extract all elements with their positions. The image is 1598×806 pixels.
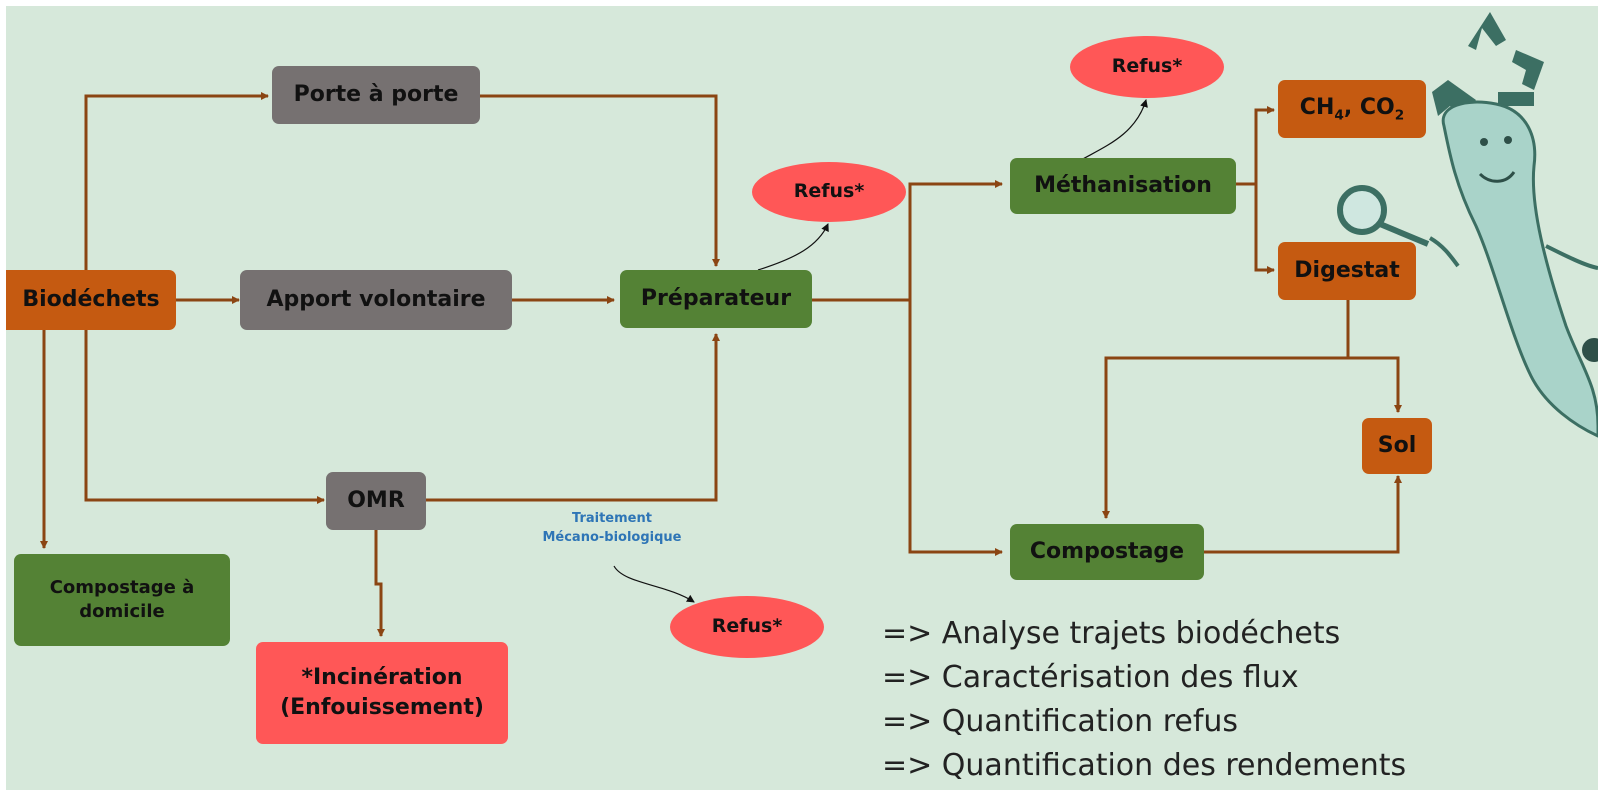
- edge-split-compost: [908, 300, 1003, 556]
- edge-biodechets-porte: [84, 92, 269, 270]
- edge-metha-digestat: [1254, 184, 1275, 274]
- node-ch4-co2: CH4, CO2: [1278, 80, 1426, 138]
- node-sol-label: Sol: [1377, 433, 1417, 459]
- node-methanisation: Méthanisation: [1010, 158, 1236, 214]
- node-sol: Sol: [1362, 418, 1432, 474]
- note-traitement-mecano-biologique: Traitement Mécano-biologique: [522, 510, 702, 548]
- bullet-item: => Quantification des rendements: [882, 748, 1407, 783]
- bullet-list: => Analyse trajets biodéchets => Caracté…: [882, 612, 1406, 788]
- node-omr-label: OMR: [347, 488, 405, 514]
- edge-porte-preparateur: [480, 94, 720, 267]
- edge-biodechets-omr: [84, 330, 325, 504]
- edge-split-metha: [908, 180, 1003, 300]
- edge-omr-preparateur: [426, 333, 720, 502]
- node-omr: OMR: [326, 472, 426, 530]
- node-compostage-domicile: Compostage à domicile: [14, 554, 230, 646]
- node-preparateur-label: Préparateur: [640, 286, 792, 312]
- node-incineration: *Incinération (Enfouissement): [256, 642, 508, 744]
- edge-omr-incineration: [374, 530, 385, 637]
- edge-compost-sol: [1204, 475, 1402, 554]
- edge-tmb-refus: [613, 565, 695, 603]
- edge-metha-refus: [1080, 99, 1148, 161]
- connectors: [40, 12, 1598, 637]
- bullet-item: => Caractérisation des flux: [882, 660, 1299, 695]
- node-incineration-line1: *Incinération: [301, 665, 463, 691]
- node-biodechets: Biodéchets: [6, 270, 176, 330]
- node-compostage: Compostage: [1010, 524, 1204, 580]
- diagram-canvas: Biodéchets Porte à porte Apport volontai…: [6, 6, 1598, 790]
- node-incineration-line2: (Enfouissement): [280, 695, 484, 720]
- edge-digestat-sol: [1348, 356, 1402, 413]
- node-ch4-co2-label: CH4, CO2: [1299, 95, 1405, 124]
- node-apport-volontaire-label: Apport volontaire: [266, 287, 486, 313]
- magnifier-mascot-icon: [1337, 100, 1598, 438]
- edge-metha-ch4: [1254, 106, 1275, 184]
- node-refus-tmb: Refus*: [670, 596, 824, 658]
- node-refus-tmb-label: Refus*: [711, 615, 783, 638]
- node-porte-a-porte-label: Porte à porte: [293, 82, 459, 108]
- node-biodechets-label: Biodéchets: [22, 287, 160, 313]
- node-porte-a-porte: Porte à porte: [272, 66, 480, 124]
- node-refus-preparateur-label: Refus*: [793, 180, 865, 203]
- node-digestat: Digestat: [1278, 242, 1416, 300]
- node-preparateur: Préparateur: [620, 270, 812, 328]
- bullet-item: => Quantification refus: [882, 704, 1239, 739]
- node-refus-methanisation: Refus*: [1070, 36, 1224, 98]
- node-refus-preparateur: Refus*: [752, 162, 906, 222]
- node-compostage-label: Compostage: [1029, 539, 1185, 565]
- node-refus-methanisation-label: Refus*: [1111, 55, 1183, 78]
- note-line2: Mécano-biologique: [542, 529, 682, 545]
- edge-prep-refus: [757, 223, 829, 271]
- node-compostage-domicile-label: Compostage à domicile: [49, 576, 195, 622]
- edge-digestat-compost: [1102, 356, 1348, 519]
- node-methanisation-label: Méthanisation: [1034, 173, 1212, 199]
- bullet-item: => Analyse trajets biodéchets: [882, 616, 1341, 651]
- node-digestat-label: Digestat: [1294, 258, 1400, 284]
- node-apport-volontaire: Apport volontaire: [240, 270, 512, 330]
- note-line1: Traitement: [572, 511, 652, 526]
